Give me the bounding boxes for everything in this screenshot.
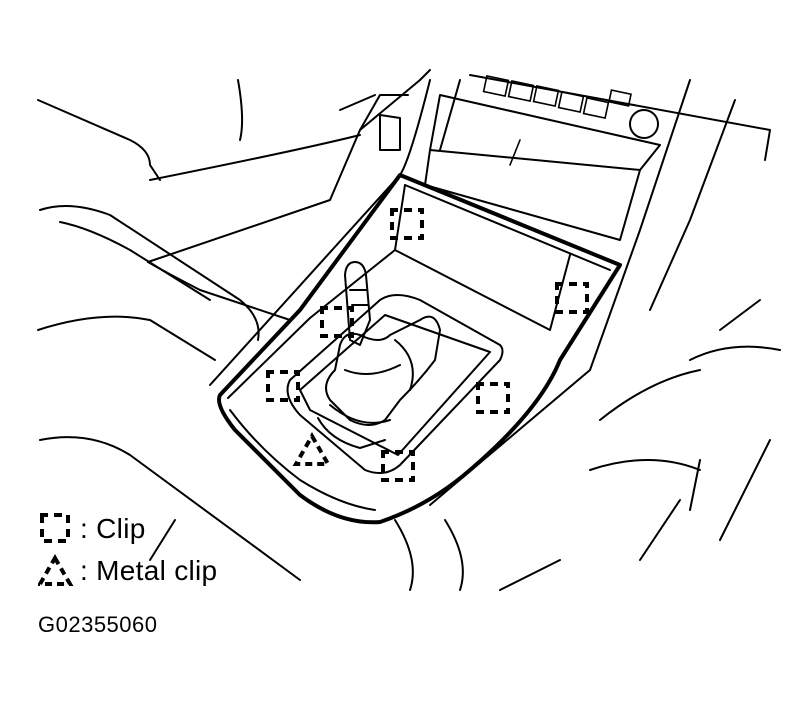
seat-outline <box>37 79 260 561</box>
metal-clip-icon <box>38 554 74 586</box>
legend-metal-clip-label: : Metal clip <box>80 555 218 586</box>
clip-marker <box>555 282 589 314</box>
clip-markers <box>266 208 589 482</box>
legend-clip: : Clip <box>38 512 146 546</box>
legend-metal-clip: : Metal clip <box>38 554 217 588</box>
clip-marker <box>390 208 424 240</box>
clip-marker <box>320 306 354 338</box>
center-console <box>147 69 461 386</box>
shift-finisher <box>217 173 622 525</box>
audio-unit <box>424 74 771 241</box>
legend-clip-label: : Clip <box>80 513 146 544</box>
clip-marker <box>266 370 300 402</box>
figure-code: G02355060 <box>38 612 158 637</box>
shift-boot-opening <box>286 294 504 475</box>
clip-icon <box>40 513 70 543</box>
clip-marker <box>381 450 415 482</box>
shift-lever <box>317 261 441 449</box>
metal-clip-marker <box>292 431 332 466</box>
clip-marker <box>476 382 510 414</box>
right-panel <box>129 79 781 591</box>
